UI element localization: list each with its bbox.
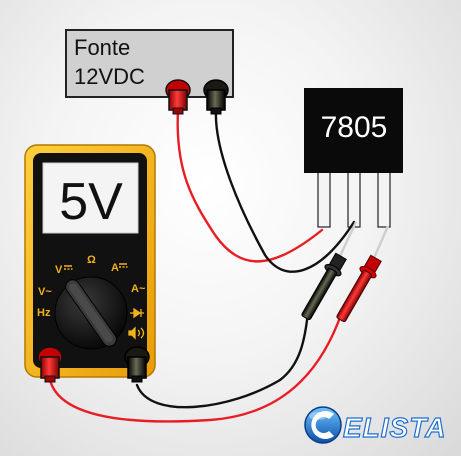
wire-supply-ground xyxy=(214,108,356,273)
supply-terminal-negative[interactable] xyxy=(203,79,229,115)
range-selector-knob[interactable] xyxy=(54,276,128,350)
dial-label-hz: Hz xyxy=(37,307,51,319)
dial-label-aac: A~ xyxy=(131,283,146,295)
logo-text: ELISTA xyxy=(343,412,446,443)
wire-supply-positive xyxy=(176,108,324,263)
continuity-icon xyxy=(128,326,145,340)
dc-symbol-icon xyxy=(119,263,128,268)
multimeter-reading: 5V xyxy=(59,173,123,231)
meter-jack-volt[interactable] xyxy=(37,346,63,383)
regulator-lead-ground xyxy=(347,171,361,228)
regulator-lead-input xyxy=(317,171,331,228)
power-supply: Fonte 12VDC xyxy=(65,29,234,98)
regulator-7805: 7805 xyxy=(304,88,403,228)
probe-red[interactable] xyxy=(333,225,390,324)
multimeter: 5V V Ω A V~ A~ Hz xyxy=(24,144,156,383)
supply-terminal-positive[interactable] xyxy=(165,79,191,115)
dial-label-adc: A xyxy=(111,262,119,274)
dial-label-ohm: Ω xyxy=(87,254,96,266)
dial-label-vdc: V xyxy=(55,264,63,276)
diode-icon xyxy=(130,307,144,319)
wire-meter-volt xyxy=(48,310,344,423)
wire-meter-com xyxy=(135,310,310,409)
logo-c-icon xyxy=(304,406,342,444)
wires xyxy=(48,108,356,423)
celista-logo: ELISTA xyxy=(304,406,446,444)
power-supply-label-line1: Fonte xyxy=(74,35,130,60)
multimeter-lcd xyxy=(42,162,139,234)
regulator-lead-output xyxy=(377,171,391,228)
regulator-label: 7805 xyxy=(321,111,388,144)
regulator-body xyxy=(304,88,403,173)
meter-jack-com[interactable] xyxy=(124,346,150,383)
power-supply-label-line2: 12VDC xyxy=(74,64,145,89)
dial-label-vac: V~ xyxy=(38,286,52,298)
dc-symbol-icon xyxy=(64,265,73,270)
probe-black[interactable] xyxy=(298,221,358,322)
